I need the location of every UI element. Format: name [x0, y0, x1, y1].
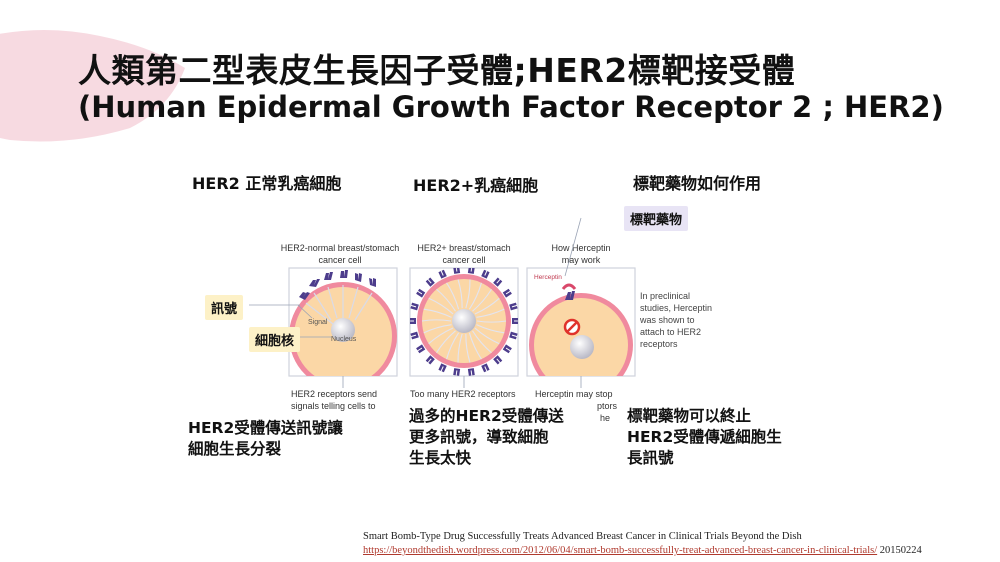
signal-line [468, 282, 482, 310]
panel2-receptors [410, 268, 518, 376]
panel1-receptors [299, 270, 376, 300]
panel3-receptor [565, 291, 575, 300]
signal-line [476, 308, 505, 318]
her2-receptor [410, 302, 419, 311]
her2-receptor [512, 318, 518, 324]
signal-line [436, 288, 456, 312]
block-symbol [563, 318, 581, 336]
her2-receptor [493, 277, 503, 287]
caption3-line1: Herceptin may stop [535, 389, 613, 399]
signal-line [446, 332, 460, 360]
her2-receptor [425, 355, 435, 365]
signal-line [465, 333, 471, 363]
caption1-line2: signals telling cells to [291, 401, 376, 411]
her2-receptor [416, 288, 426, 298]
side-note-line1: In preclinical [640, 291, 690, 301]
panel3-title-line2: may work [562, 255, 601, 265]
her2-receptor [410, 331, 419, 340]
citation-link[interactable]: https://beyondthedish.wordpress.com/2012… [363, 545, 878, 556]
her2-receptor [453, 368, 461, 376]
side-note-line5: receptors [640, 339, 678, 349]
signal-tag: 訊號 [205, 295, 244, 320]
nucleus-label: Nucleus [331, 336, 357, 343]
signal-line [465, 279, 471, 309]
brush-stroke-decoration [0, 30, 185, 142]
drug-tag: 標靶藥物 [624, 206, 689, 231]
caption2-line1: Too many HER2 receptors [410, 389, 516, 399]
signal-line [474, 327, 500, 345]
her2-receptor [438, 363, 447, 373]
signal-line [428, 327, 454, 345]
column-heading-her2-positive: HER2+乳癌細胞 [413, 176, 539, 195]
herceptin-antibody [561, 283, 577, 290]
her2-receptor [493, 355, 503, 365]
her2-receptor [509, 302, 518, 311]
signal-line [446, 282, 460, 310]
caption1-line1: HER2 receptors send [291, 389, 377, 399]
panel3-nucleus [570, 335, 594, 359]
side-note-line3: was shown to [639, 315, 695, 325]
signal-line [468, 332, 482, 360]
panel2-signal-lines [421, 279, 507, 363]
panel1-title-line2: cancer cell [318, 255, 361, 265]
her2-receptor [467, 368, 475, 376]
signal-line [476, 324, 505, 334]
description-her2-positive: 過多的HER2受體傳送 更多訊號，導致細胞 生長太快 [409, 406, 564, 469]
signal-line [421, 319, 452, 322]
panel2-nucleus [452, 309, 476, 333]
her2-receptor [509, 331, 518, 340]
panel2-membrane [417, 274, 511, 368]
her2-receptor [481, 269, 490, 279]
signal-line [457, 333, 463, 363]
her2-receptor [410, 318, 416, 324]
her2-receptor [416, 344, 426, 354]
her2-receptor [438, 269, 447, 279]
caption3-line3: he [600, 413, 610, 423]
panel2-title-line1: HER2+ breast/stomach [417, 243, 510, 253]
panel1-cytoplasm [294, 287, 392, 376]
panel3-cytoplasm [534, 298, 628, 376]
signal-line [472, 288, 492, 312]
panel1-frame [288, 267, 398, 377]
description-normal: HER2受體傳送訊號讓 細胞生長分裂 [188, 418, 343, 460]
panel1-membrane [289, 282, 397, 376]
signal-label: Signal [308, 319, 328, 326]
panel2-title-line2: cancer cell [442, 255, 485, 265]
nucleus-tag: 細胞核 [249, 327, 301, 352]
citation: Smart Bomb-Type Drug Successfully Treats… [363, 530, 922, 558]
herceptin-label: Herceptin [534, 274, 562, 281]
her2-receptor [453, 268, 461, 274]
signal-line [428, 297, 454, 315]
panel3-title-line1: How Herceptin [551, 243, 610, 253]
column-heading-normal: HER2 正常乳癌細胞 [192, 174, 342, 193]
her2-receptor [425, 277, 435, 287]
description-drug-action: 標靶藥物可以終止 HER2受體傳遞細胞生 長訊號 [627, 406, 782, 469]
side-note-line4: attach to HER2 [640, 327, 701, 337]
column-heading-drug-action: 標靶藥物如何作用 [633, 174, 762, 193]
panel2-frame [409, 267, 519, 377]
drug-connector [564, 217, 582, 277]
side-note-line2: studies, Herceptin [640, 303, 712, 313]
her2-receptor [481, 363, 490, 373]
caption3-line2: ptors [597, 401, 618, 411]
her2-receptor [502, 288, 512, 298]
citation-date: 20150224 [877, 545, 922, 556]
signal-line [423, 324, 452, 334]
signal-line [423, 308, 452, 318]
signal-line [472, 330, 492, 354]
panel1-title-line1: HER2-normal breast/stomach [281, 243, 400, 253]
signal-line [457, 279, 463, 309]
panel1-nucleus [331, 318, 355, 342]
panel2-cytoplasm [422, 279, 506, 363]
her2-receptor [467, 268, 475, 274]
panel3-frame [526, 267, 636, 377]
signal-line [436, 330, 456, 354]
page-subtitle: (Human Epidermal Growth Factor Receptor … [78, 90, 944, 124]
citation-title: Smart Bomb-Type Drug Successfully Treats… [363, 531, 802, 542]
panel3-membrane [529, 293, 633, 376]
her2-receptor [502, 344, 512, 354]
signal-line [474, 297, 500, 315]
page-title: 人類第二型表皮生長因子受體;HER2標靶接受體 [78, 51, 796, 90]
signal-line [476, 320, 507, 323]
